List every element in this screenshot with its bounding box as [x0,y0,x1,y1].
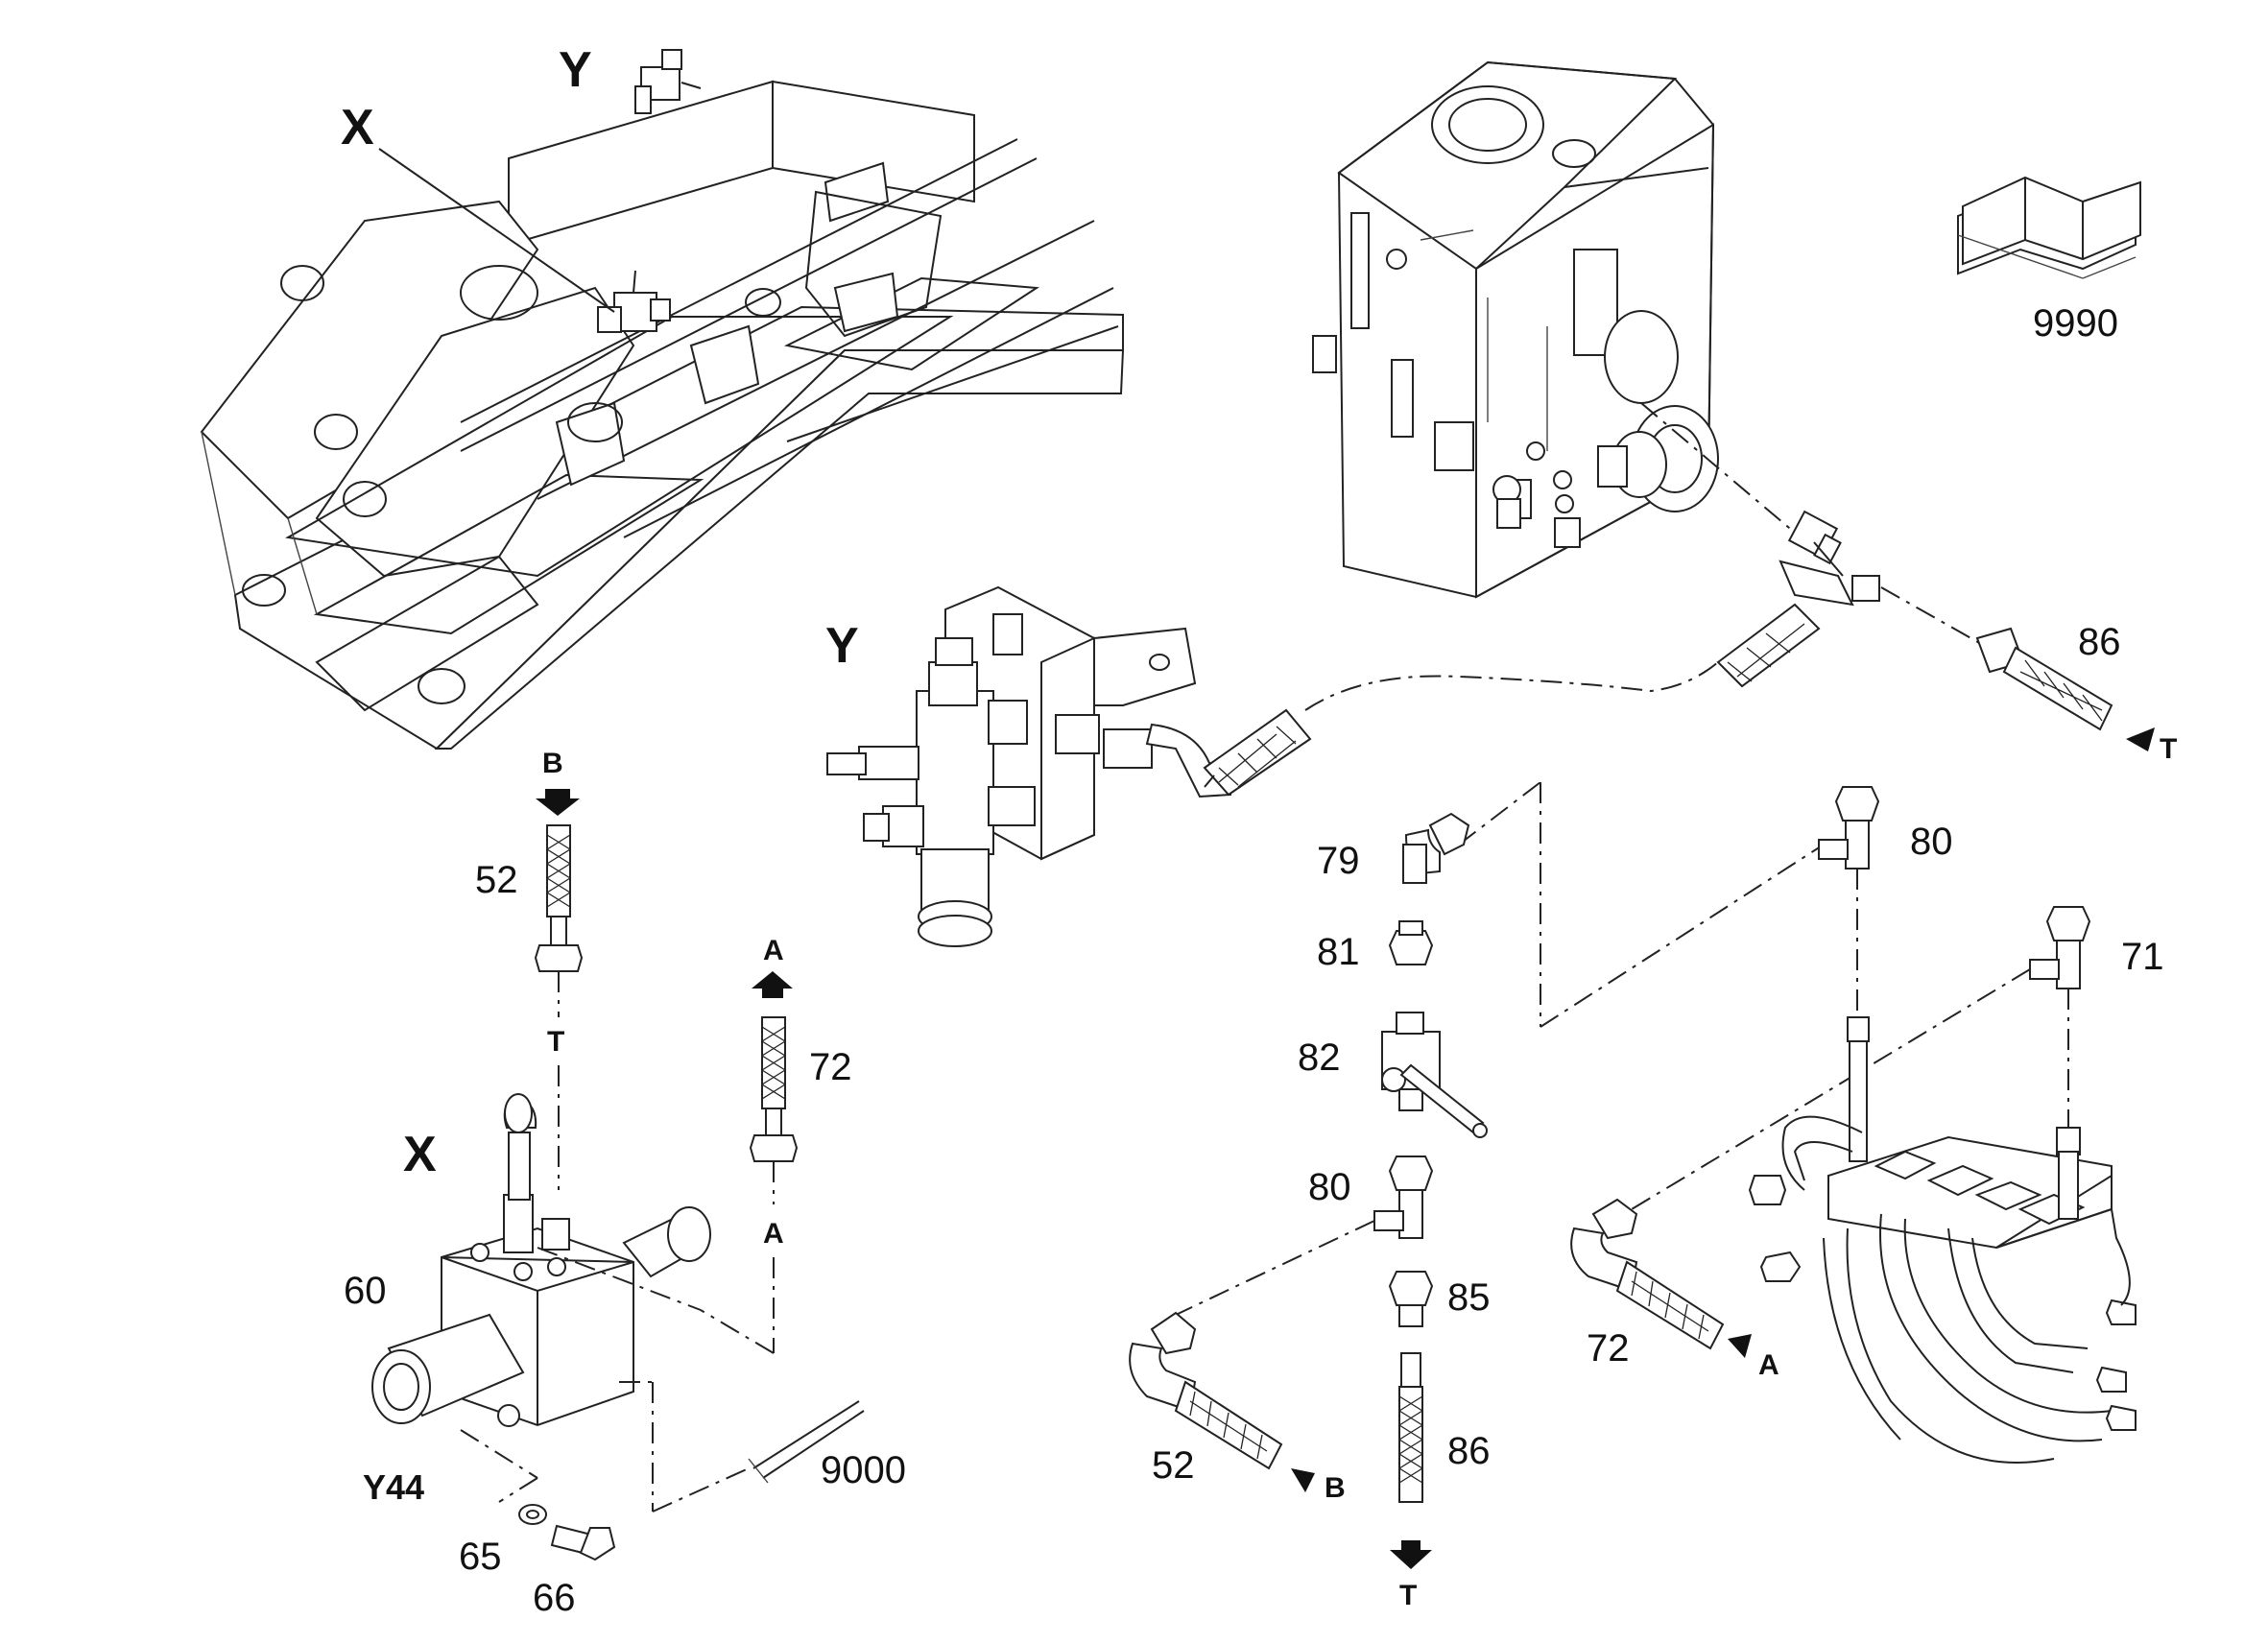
book-part-number: 9990 [2033,302,2118,345]
valve-y-detail-drawing [826,585,1312,947]
elbow-fitting-79 [1402,812,1470,884]
tee-fitting-80-right [1818,786,1880,870]
hose-72-right [1570,1198,1752,1358]
machine-frame-drawing [200,49,1125,751]
ball-valve-82 [1381,1012,1488,1138]
part-79-label: 79 [1317,840,1360,882]
part-60-label: 60 [344,1270,387,1312]
part-72-label-left: 72 [809,1046,852,1088]
tee-fitting-80-mid [1373,1156,1434,1239]
part-52-label-left: 52 [475,859,518,901]
part-9000-label: 9000 [821,1449,906,1491]
port-a-label-72-right: A [1758,1349,1779,1381]
detail-x-label: X [403,1127,437,1182]
port-a-label-72-bottom: A [763,1218,784,1250]
detail-y-label: Y [825,618,859,674]
part-86-label-mid: 86 [1447,1430,1491,1472]
tee-fitting-71 [2029,906,2091,989]
hose-52-left [534,824,584,972]
port-a-label-72-top: A [763,935,784,966]
arrow-down-b [536,789,580,816]
transmission-housing-drawing [1312,60,1719,599]
port-b-label-52: B [542,748,563,779]
connection-line-y-to-tee [1304,661,1719,711]
port-t-label-top: T [2160,733,2177,765]
part-65-label: 65 [459,1536,502,1578]
hose-52-bottom [1129,1311,1315,1492]
hose-86-mid [1398,1352,1423,1503]
part-85-label: 85 [1447,1276,1491,1319]
port-t-label-86: T [1399,1580,1417,1611]
port-t-label-52: T [547,1026,564,1058]
part-81-label: 81 [1317,931,1360,973]
nut-81 [1388,920,1434,965]
nut-85 [1388,1271,1434,1327]
part-82-label: 82 [1298,1036,1341,1079]
manual-book-icon [1957,176,2141,279]
part-80-label-mid: 80 [1308,1166,1351,1208]
part-52-label-bottom: 52 [1152,1444,1195,1487]
wire-9000 [748,1400,865,1484]
arrow-down-t [1390,1540,1432,1569]
part-71-label: 71 [2121,936,2164,978]
tee-fitting-86-assembly [1640,402,2155,751]
solenoid-valve-x-drawing [371,1093,711,1427]
washer-65-bolt-66 [518,1504,616,1561]
distributor-manifold-drawing [1748,1016,2137,1464]
frame-x-label: X [341,100,374,155]
part-66-label: 66 [533,1577,576,1619]
part-72-label-right: 72 [1587,1327,1630,1370]
part-80-label-right: 80 [1910,821,1953,863]
valve-y44-label: Y44 [363,1467,424,1507]
port-b-label-52-bottom: B [1325,1472,1346,1504]
frame-y-label: Y [559,42,592,98]
hose-72-left [749,1016,799,1162]
part-86-label-top: 86 [2078,621,2121,663]
arrow-up-a [752,971,793,998]
